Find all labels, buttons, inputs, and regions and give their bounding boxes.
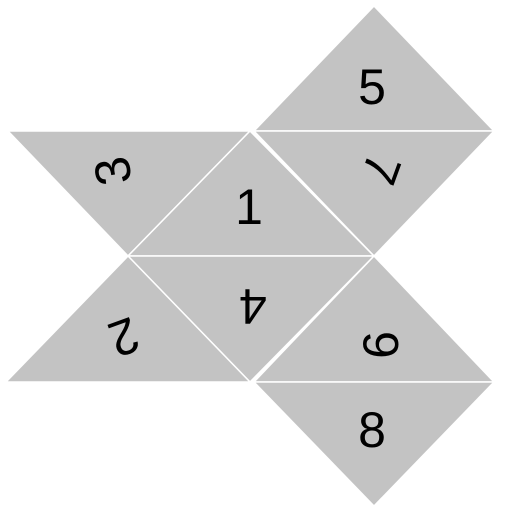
face-2	[5, 255, 251, 383]
face-5-label: 5	[358, 59, 386, 115]
face-8	[253, 381, 495, 507]
face-1-label: 1	[235, 179, 263, 235]
face-6-label: 6	[353, 331, 409, 359]
face-4-label: 4	[239, 278, 267, 334]
face-7	[253, 130, 495, 257]
face-8-label: 8	[358, 402, 386, 458]
